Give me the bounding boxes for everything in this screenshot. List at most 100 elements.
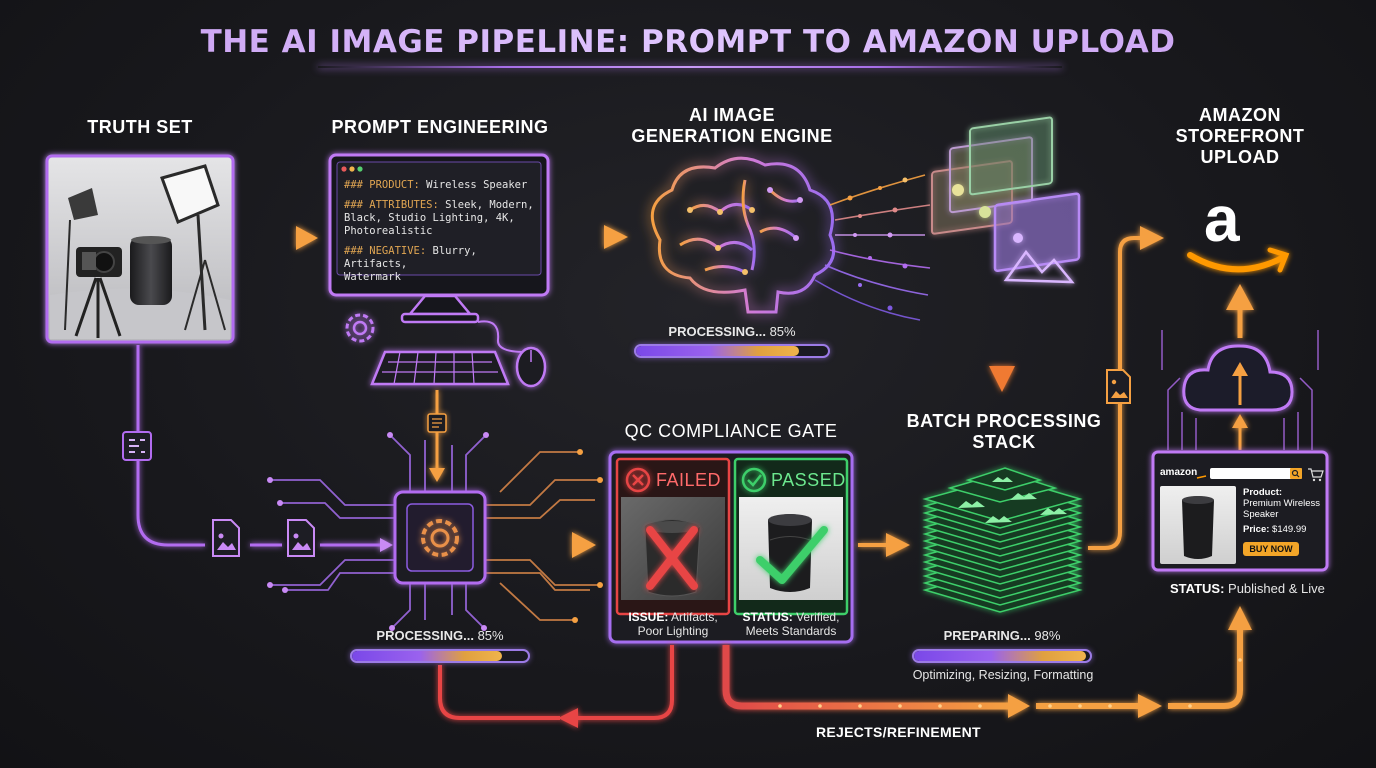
- brain-nodes: [687, 187, 803, 275]
- data-particles: [847, 177, 908, 311]
- cart-icon[interactable]: [1308, 468, 1324, 482]
- search-icon: [1291, 469, 1300, 478]
- progress-label-text: PREPARING...: [943, 628, 1031, 643]
- reject-loop: [438, 645, 674, 728]
- image-file-icon: [212, 519, 240, 557]
- stage-title-ai-engine: AI IMAGE GENERATION ENGINE: [600, 105, 864, 147]
- failed-x-icon: [625, 467, 651, 493]
- prompt-code-block: ### PRODUCT: Wireless Speaker ### ATTRIB…: [344, 179, 540, 284]
- amazon-logo: a: [1204, 183, 1240, 255]
- progress-label-text: PROCESSING...: [376, 628, 474, 643]
- engine-progress-label: PROCESSING... 85%: [634, 324, 830, 339]
- product-key: Product:: [1243, 487, 1283, 498]
- truth-set-flow: [136, 345, 393, 552]
- processor-progress-label: PROCESSING... 85%: [350, 628, 530, 643]
- stage-title-amazon: AMAZON STOREFRONT UPLOAD: [1160, 105, 1320, 168]
- flow-arrow: [427, 390, 447, 482]
- stage-title-line: UPLOAD: [1200, 147, 1280, 167]
- stage-title-line: AI IMAGE: [688, 105, 775, 125]
- data-streams: [814, 174, 931, 321]
- flow-arrow: [989, 300, 1015, 392]
- amazon-product-image: [1160, 486, 1236, 564]
- status-line: STATUS: Published & Live: [1170, 581, 1325, 596]
- code-key: ### NEGATIVE:: [344, 245, 427, 257]
- amazon-search-input[interactable]: [1210, 468, 1302, 479]
- image-file-icon: [287, 519, 315, 557]
- title-underline: [318, 66, 1062, 68]
- code-key: ### ATTRIBUTES:: [344, 199, 439, 211]
- amazon-card-smile: [1196, 475, 1207, 479]
- product-name-line: Speaker: [1243, 509, 1279, 520]
- caption-value: Verified,: [792, 610, 840, 624]
- keyboard-icon: [370, 350, 510, 386]
- batch-progress-bar: [912, 649, 1092, 663]
- caption-value: Artifacts,: [668, 610, 718, 624]
- caption-key: ISSUE:: [628, 610, 669, 624]
- code-line: Black, Studio Lighting, 4K,: [344, 212, 515, 224]
- processor-chip: [393, 490, 487, 585]
- caption-line: Poor Lighting: [637, 624, 709, 638]
- code-key: ### PRODUCT:: [344, 179, 420, 191]
- gear-icon: [345, 313, 375, 343]
- price-value: $149.99: [1272, 524, 1307, 535]
- code-line: ### PRODUCT: Wireless Speaker: [344, 179, 540, 192]
- prompt-monitor: [328, 153, 550, 324]
- status-key: STATUS:: [1170, 581, 1225, 596]
- progress-fill: [352, 651, 502, 661]
- flow-arrow: [858, 533, 910, 557]
- amazon-search-button[interactable]: [1290, 468, 1302, 479]
- stage-title-line: STOREFRONT: [1175, 126, 1305, 146]
- stage-title-truth-set: TRUTH SET: [87, 117, 193, 137]
- code-value: Sleek, Modern,: [438, 199, 534, 211]
- progress-label-text: PROCESSING...: [668, 324, 766, 339]
- flow-arrow: [238, 226, 318, 250]
- image-file-icon: [1106, 369, 1131, 404]
- amazon-product-info: Product: Premium Wireless Speaker Price:…: [1243, 487, 1320, 535]
- status-value: Published & Live: [1224, 581, 1325, 596]
- progress-fill: [636, 346, 800, 356]
- flow-arrow: [490, 532, 596, 558]
- processor-progress-bar: [350, 649, 530, 663]
- qc-failed-caption: ISSUE: Artifacts, Poor Lighting: [614, 610, 732, 638]
- caption-key: STATUS:: [742, 610, 793, 624]
- stage-title-prompt-engineering: PROMPT ENGINEERING: [331, 117, 549, 137]
- circuit-nodes: [267, 432, 603, 631]
- refinement-particles: [778, 658, 1242, 708]
- caption-line: STATUS: Verified,: [732, 610, 850, 624]
- stage-title-line: BATCH PROCESSING: [906, 411, 1102, 431]
- circuit-traces: [270, 434, 600, 629]
- product-name-line: Premium Wireless: [1243, 498, 1321, 509]
- stage-title-line: AMAZON: [1199, 105, 1281, 125]
- engine-progress-bar: [634, 344, 830, 358]
- qc-failed-panel: [615, 457, 731, 616]
- qc-passed-panel: [733, 457, 849, 616]
- amazon-smile-arrow: [1187, 247, 1290, 273]
- ai-brain-icon: [650, 156, 836, 314]
- qc-passed-caption: STATUS: Verified, Meets Standards: [732, 610, 850, 638]
- stage-title-line: GENERATION ENGINE: [631, 126, 833, 146]
- amazon-card-logo: amazon: [1160, 467, 1198, 478]
- buy-now-button[interactable]: BUY NOW: [1243, 542, 1299, 556]
- passed-check-icon: [741, 467, 767, 493]
- batch-progress-label: PREPARING... 98%: [912, 628, 1092, 643]
- upload-traces: [1161, 330, 1319, 450]
- batch-stack: [922, 467, 1083, 613]
- progress-value-text: 85%: [769, 324, 796, 339]
- progress-value-text: 85%: [477, 628, 504, 643]
- code-doc-icon: [122, 431, 152, 461]
- progress-value-text: 98%: [1034, 628, 1061, 643]
- caption-line: ISSUE: Artifacts,: [614, 610, 732, 624]
- page-title: THE AI IMAGE PIPELINE: PROMPT TO AMAZON …: [0, 24, 1376, 60]
- qc-passed-label: PASSED: [771, 470, 846, 490]
- stage-title-qc-gate: QC COMPLIANCE GATE: [624, 421, 838, 441]
- truth-set-photo: [45, 154, 235, 344]
- code-line: ### ATTRIBUTES: Sleek, Modern,: [344, 199, 540, 212]
- code-value: Blurry, Artifacts,: [344, 245, 477, 270]
- batch-note: Optimizing, Resizing, Formatting: [912, 668, 1094, 682]
- gear-icon: [421, 519, 459, 557]
- caption-line: Meets Standards: [745, 624, 837, 638]
- price-line: Price: $149.99: [1243, 524, 1320, 535]
- code-line: Photorealistic: [344, 225, 433, 237]
